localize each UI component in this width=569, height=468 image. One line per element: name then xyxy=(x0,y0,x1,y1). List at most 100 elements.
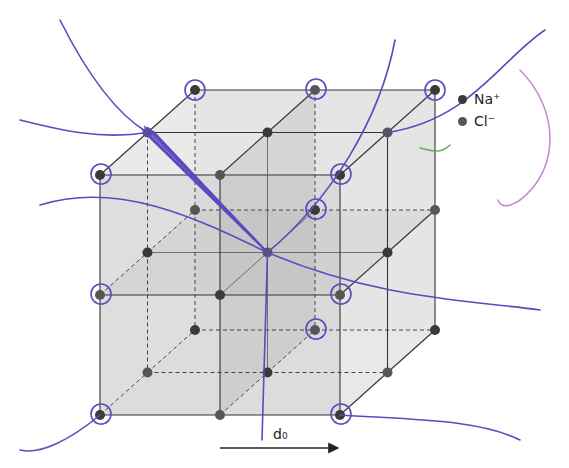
pen-stroke xyxy=(268,40,396,253)
lattice-edge xyxy=(268,132,388,133)
lattice-edge xyxy=(267,133,268,253)
chloride-ion xyxy=(215,410,225,420)
lattice-edge xyxy=(100,294,220,295)
chloride-ion xyxy=(143,368,153,378)
lattice-edge xyxy=(195,89,315,90)
sodium-ion xyxy=(263,128,273,138)
lattice-edge xyxy=(339,175,340,295)
chloride-ion xyxy=(335,290,345,300)
lattice-edge xyxy=(219,175,220,295)
legend-entry: Cl⁻ xyxy=(458,110,500,132)
lattice-edge xyxy=(195,210,315,211)
pen-circle xyxy=(91,284,111,304)
lattice-edge xyxy=(148,252,268,253)
chloride-ion xyxy=(383,368,393,378)
lattice-edge xyxy=(148,330,196,373)
pen-stroke xyxy=(142,129,268,253)
legend: Na⁺ Cl⁻ xyxy=(458,88,500,132)
chloride-ion xyxy=(430,205,440,215)
dimension-arrow xyxy=(220,447,338,448)
pen-circle xyxy=(91,164,111,184)
pen-circle xyxy=(91,404,111,424)
lattice-edge xyxy=(340,133,388,176)
lattice-edge xyxy=(315,210,435,211)
sodium-ion xyxy=(190,325,200,335)
lattice-edge xyxy=(100,174,220,175)
lattice-edge xyxy=(268,372,388,373)
pen-arrow xyxy=(420,145,450,151)
lattice-edge xyxy=(147,253,148,373)
lattice-edge xyxy=(268,90,316,133)
lattice-edge xyxy=(434,210,435,330)
pen-stroke xyxy=(20,120,148,135)
pen-stroke xyxy=(40,197,268,252)
pen-stroke xyxy=(151,130,268,253)
dimension-label: d₀ xyxy=(271,426,290,442)
lattice-edge xyxy=(387,133,388,253)
lattice-edge xyxy=(339,295,340,415)
pen-stroke xyxy=(388,30,546,133)
lattice-edge xyxy=(388,210,436,253)
lattice-edge xyxy=(147,133,148,253)
lattice-edge xyxy=(219,295,220,415)
lattice-edge xyxy=(434,90,435,210)
lattice-edge xyxy=(100,373,148,416)
sodium-ion xyxy=(95,170,105,180)
lattice-edge xyxy=(268,252,388,253)
lattice-edge xyxy=(220,253,268,296)
pen-circle xyxy=(185,80,205,100)
lattice-edge xyxy=(268,330,316,373)
sodium-ion xyxy=(310,205,320,215)
sodium-ion xyxy=(190,85,200,95)
lattice-edge xyxy=(220,174,340,175)
sodium-ion xyxy=(215,290,225,300)
chloride-ion xyxy=(95,290,105,300)
pen-stroke xyxy=(340,415,520,440)
pen-circle xyxy=(306,199,326,219)
lattice-edge xyxy=(315,330,435,331)
lattice-edge xyxy=(220,414,340,415)
lattice-edge xyxy=(100,133,148,176)
lattice-edge xyxy=(195,90,196,210)
pen-stroke xyxy=(60,20,148,133)
sodium-ion xyxy=(383,248,393,258)
legend-text: Na⁺ xyxy=(474,91,500,107)
pen-circle xyxy=(425,80,445,100)
chloride-ion xyxy=(310,85,320,95)
lattice-edge xyxy=(100,253,148,296)
lattice-edge xyxy=(195,330,315,331)
lattice-edge xyxy=(148,132,268,133)
chloride-ion xyxy=(310,325,320,335)
lattice-edge xyxy=(220,294,340,295)
lattice-edge xyxy=(99,175,100,295)
chloride-ion xyxy=(190,205,200,215)
legend-swatch xyxy=(458,117,467,126)
pen-circle xyxy=(331,284,351,304)
legend-entry: Na⁺ xyxy=(458,88,500,110)
lattice-edge xyxy=(388,330,436,373)
sodium-ion xyxy=(430,325,440,335)
lattice-edge xyxy=(387,253,388,373)
sodium-ion xyxy=(430,85,440,95)
lattice-edge xyxy=(315,89,435,90)
legend-swatch xyxy=(458,95,467,104)
lattice-edge xyxy=(195,210,196,330)
lattice-edge xyxy=(99,295,100,415)
pen-circle xyxy=(306,79,326,99)
legend-text: Cl⁻ xyxy=(474,113,495,129)
pen-stroke xyxy=(145,127,268,253)
pen-circle xyxy=(331,404,351,424)
lattice-edge xyxy=(148,372,268,373)
lattice-edge xyxy=(340,373,388,416)
sodium-ion xyxy=(143,248,153,258)
pen-stroke xyxy=(148,128,268,253)
pen-stroke xyxy=(262,253,268,441)
pen-stroke xyxy=(268,253,541,311)
lattice-edge xyxy=(315,90,316,210)
lattice-edge xyxy=(220,373,268,416)
pen-stroke xyxy=(20,415,100,451)
pen-circle xyxy=(306,319,326,339)
pen-bracket xyxy=(498,70,550,206)
lattice-plane xyxy=(100,175,340,415)
lattice-edge xyxy=(220,133,268,176)
